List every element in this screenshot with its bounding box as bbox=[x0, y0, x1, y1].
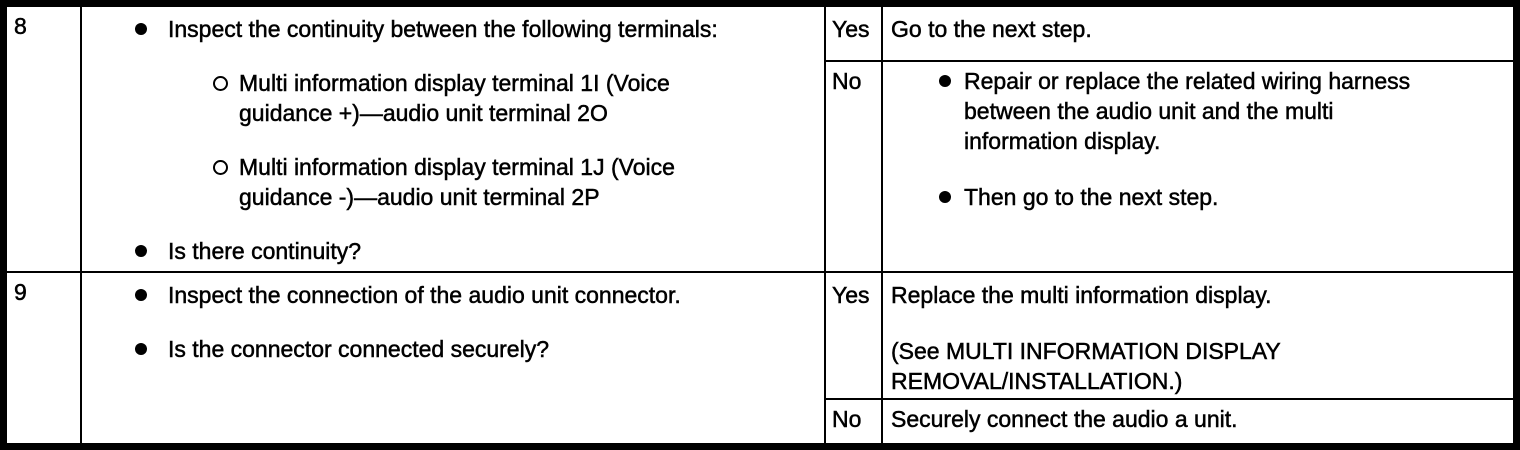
list-item: Multi information display terminal 1I (V… bbox=[82, 68, 824, 128]
table-row-step-9: 9 Inspect the connection of the audio un… bbox=[7, 271, 1513, 443]
result-text: Replace the multi information display. bbox=[891, 282, 1272, 309]
filled-bullet-icon bbox=[135, 23, 147, 35]
result-item: Go to the next step. bbox=[891, 14, 1513, 44]
list-item: Inspect the connection of the audio unit… bbox=[82, 280, 824, 310]
result-text: Repair or replace the related wiring har… bbox=[964, 68, 1411, 155]
table-row-step-8: 8 Inspect the continuity between the fol… bbox=[7, 7, 1513, 271]
yes-subrow: Yes Replace the multi information displa… bbox=[826, 273, 1513, 400]
result-text: Then go to the next step. bbox=[964, 184, 1219, 211]
action-text: Is there continuity? bbox=[168, 238, 362, 265]
action-text: Multi information display terminal 1I (V… bbox=[239, 70, 670, 127]
result-cell: Replace the multi information display. (… bbox=[883, 273, 1513, 398]
filled-bullet-icon bbox=[135, 289, 147, 301]
no-subrow: No Repair or replace the related wiring … bbox=[826, 62, 1513, 271]
filled-bullet-icon bbox=[939, 191, 951, 203]
yes-subrow: Yes Go to the next step. bbox=[826, 7, 1513, 62]
open-circle-bullet-icon bbox=[213, 160, 228, 175]
action-text: Inspect the continuity between the follo… bbox=[168, 16, 718, 43]
yes-label-cell: Yes bbox=[826, 273, 883, 398]
decision-column: Yes Replace the multi information displa… bbox=[826, 273, 1513, 443]
result-cell: Go to the next step. bbox=[883, 7, 1513, 60]
result-cell: Repair or replace the related wiring har… bbox=[883, 62, 1513, 271]
filled-bullet-icon bbox=[939, 75, 951, 87]
step-number-cell: 9 bbox=[7, 273, 82, 443]
decision-column: Yes Go to the next step. No Repair or re… bbox=[826, 7, 1513, 271]
action-text: Multi information display terminal 1J (V… bbox=[239, 154, 675, 211]
yes-label-cell: Yes bbox=[826, 7, 883, 60]
action-text: Is the connector connected securely? bbox=[168, 336, 550, 363]
result-text: (See MULTI INFORMATION DISPLAY REMOVAL/I… bbox=[891, 338, 1281, 395]
result-item: Securely connect the audio a unit. bbox=[891, 404, 1513, 434]
filled-bullet-icon bbox=[135, 343, 147, 355]
result-item: (See MULTI INFORMATION DISPLAY REMOVAL/I… bbox=[891, 336, 1513, 396]
no-label-cell: No bbox=[826, 400, 883, 443]
step-number-cell: 8 bbox=[7, 7, 82, 271]
action-text: Inspect the connection of the audio unit… bbox=[168, 282, 681, 309]
result-item: Replace the multi information display. bbox=[891, 280, 1513, 310]
list-item: Inspect the continuity between the follo… bbox=[82, 14, 824, 44]
list-item: Is there continuity? bbox=[82, 236, 824, 266]
no-label-cell: No bbox=[826, 62, 883, 271]
result-item: Repair or replace the related wiring har… bbox=[891, 66, 1513, 156]
result-text: Securely connect the audio a unit. bbox=[891, 406, 1238, 433]
list-item: Is the connector connected securely? bbox=[82, 334, 824, 364]
filled-bullet-icon bbox=[135, 245, 147, 257]
list-item: Multi information display terminal 1J (V… bbox=[82, 152, 824, 212]
result-text: Go to the next step. bbox=[891, 16, 1092, 43]
no-subrow: No Securely connect the audio a unit. bbox=[826, 400, 1513, 443]
open-circle-bullet-icon bbox=[213, 76, 228, 91]
action-cell: Inspect the continuity between the follo… bbox=[82, 7, 826, 271]
result-item: Then go to the next step. bbox=[891, 182, 1513, 212]
action-cell: Inspect the connection of the audio unit… bbox=[82, 273, 826, 443]
result-cell: Securely connect the audio a unit. bbox=[883, 400, 1513, 443]
